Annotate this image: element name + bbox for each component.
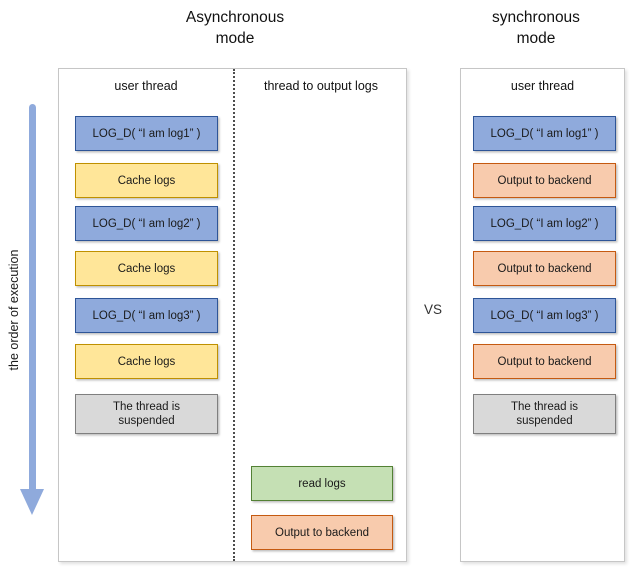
sync-step-output1: Output to backend [473,163,616,198]
async-mode-title-line1: Asynchronous [185,9,285,26]
vs-label: VS [423,302,442,317]
async-mode-title-line2: mode [215,30,255,47]
sync-mode-title-line2: mode [516,30,556,47]
async-output-thread-header: thread to output logs [264,79,378,93]
sync-step-thread-suspended: The thread is suspended [473,394,616,434]
down-arrow-shaft [29,104,36,490]
async-step-log1: LOG_D( “I am log1” ) [75,116,218,151]
async-step-cache3: Cache logs [75,344,218,379]
execution-order-label: the order of execution [7,249,21,371]
async-step-thread-suspended: The thread is suspended [75,394,218,434]
async-step-cache2: Cache logs [75,251,218,286]
sync-user-thread-header: user thread [510,79,575,93]
async-step-cache1: Cache logs [75,163,218,198]
sync-mode-title: synchronous mode [436,7,635,49]
async-step-read-logs: read logs [251,466,393,501]
sync-mode-title-line1: synchronous [492,9,580,26]
sync-panel: user thread LOG_D( “I am log1” ) Output … [460,68,625,562]
sync-step-output2: Output to backend [473,251,616,286]
sync-step-log1: LOG_D( “I am log1” ) [473,116,616,151]
async-step-log3: LOG_D( “I am log3” ) [75,298,218,333]
sync-step-log3: LOG_D( “I am log3” ) [473,298,616,333]
async-user-thread-header: user thread [114,79,178,93]
sync-step-log2: LOG_D( “I am log2” ) [473,206,616,241]
down-arrow-icon [20,489,44,515]
thread-divider-dotted-line [233,69,235,561]
sync-step-output3: Output to backend [473,344,616,379]
async-step-log2: LOG_D( “I am log2” ) [75,206,218,241]
async-panel: user thread thread to output logs LOG_D(… [58,68,407,562]
async-step-output-backend: Output to backend [251,515,393,550]
async-mode-title: Asynchronous mode [135,7,335,49]
